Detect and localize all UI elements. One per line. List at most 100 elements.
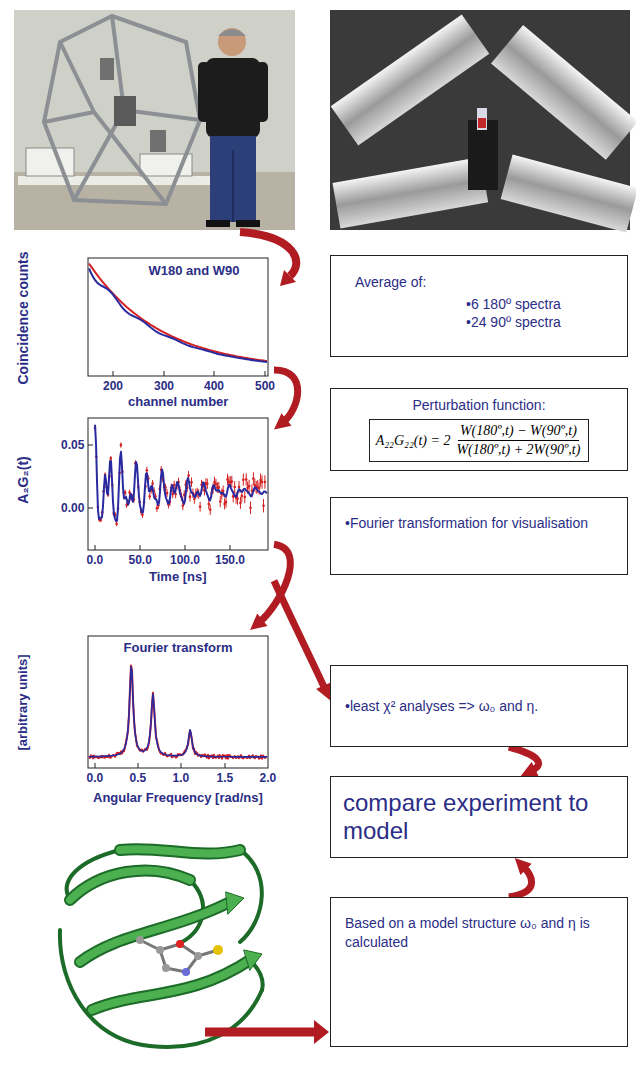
process-box: Based on a model structure ω₀ and η is c… [330,897,628,1047]
series-label: W180 and W90 [149,263,240,278]
error-bar [226,496,227,507]
arrow-head [521,762,539,776]
axis-title: A₂G₂(t) [14,456,30,503]
error-bar [200,502,201,512]
data-point [206,483,209,486]
axis-title: Angular Frequency [rad/ns] [93,790,263,805]
formula-text: W(180º,t) + 2W(90º,t) [454,441,582,458]
formula: A₂₂G₂₂(t) = 2W(180º,t) − W(90º,t)W(180º,… [369,419,590,462]
arrow-head [250,614,267,630]
data-point [141,513,144,516]
error-bar [262,475,263,488]
error-bar [249,480,250,493]
data-point [189,496,192,499]
flow-connector [250,544,290,630]
plot-frames [88,258,268,768]
formula-text: W(180º,t) − W(90º,t) [458,423,579,441]
axis-title: [arbitrary units] [15,654,30,750]
data-point [264,481,267,484]
lab-photo [14,10,295,230]
data-point [236,498,239,501]
box-heading: Perturbation function: [339,397,619,413]
error-bar [227,474,228,485]
tick-label: 100.0 [170,553,200,567]
process-box: Perturbation function:A₂₂G₂₂(t) = 2W(180… [330,388,628,471]
flow-arrow [205,1020,329,1044]
error-bar [224,498,225,509]
process-box: •least χ² analyses => ω₀ and η. [330,665,628,747]
flow-connector [509,858,532,897]
tick-label: 0.0 [87,771,104,785]
flow-connector [274,581,331,701]
error-bar [234,481,235,493]
data-point [199,505,202,508]
protein-structure [60,849,263,1047]
error-bar [167,489,168,497]
tick-label: 200 [103,379,123,393]
bullet-text: •6 180º spectra [466,296,617,312]
fraction: W(180º,t) − W(90º,t)W(180º,t) + 2W(90º,t… [454,423,582,458]
data-point [187,474,190,477]
data-point [209,508,212,511]
tick-label: 0.05 [61,438,84,452]
process-box: compare experiment to model [330,776,628,858]
data-curve [89,665,267,758]
error-bar [264,475,265,488]
bullet-text: •24 90º spectra [466,314,617,330]
data-point [248,485,251,488]
data-point [249,507,252,510]
axis-title: channel number [128,394,228,409]
data-point [239,502,242,505]
error-bar [120,442,121,447]
tick-label: 300 [154,379,174,393]
fit-curve [89,667,267,757]
bullet-text: •Fourier transformation for visualisatio… [345,514,613,533]
flow-connector [274,370,298,430]
plot-title: Fourier transform [124,640,233,655]
error-bar [243,474,244,486]
data-curve [89,264,267,362]
error-bar [246,473,247,485]
data-point [225,501,228,504]
data-point [244,496,247,499]
data-point [115,522,118,525]
fit-curve [89,268,267,362]
error-bar [191,477,192,486]
tick-label: 1.5 [217,771,234,785]
data-point [148,495,151,498]
data-point [213,481,216,484]
tick-label: 0.00 [61,501,84,515]
process-box: Average of:•6 180º spectra•24 90º spectr… [330,255,628,357]
error-bar [149,493,150,500]
error-bar [244,491,245,503]
data-point [151,482,154,485]
error-bar [221,489,222,500]
tick-label: 400 [204,379,224,393]
plot-curves [89,264,267,759]
tick-label: 50.0 [129,553,152,567]
data-point [110,457,113,460]
data-point [231,480,234,483]
chart-panel: Fourier transform [arbitrary units] Angula… [8,630,274,815]
tick-label: 0.5 [130,771,147,785]
error-bar [220,496,221,507]
data-point [245,478,248,481]
arrow-head [515,858,532,875]
data-point [254,484,257,487]
connector-line [274,581,325,690]
data-point [219,500,222,503]
data-point [242,478,245,481]
formula-text: A₂₂G₂₂(t) = 2 [376,433,451,449]
axis-title: Time [ns] [149,569,207,584]
data-point [233,486,236,489]
data-point [156,507,159,510]
arrow-head [274,413,292,429]
axis-title: Coincidence counts [14,251,30,384]
flow-arrow [240,232,296,286]
data-point [258,487,261,490]
error-bar [240,497,241,509]
error-bar [190,492,191,501]
data-point [262,504,265,507]
data-point [190,481,193,484]
step-text: compare experiment to model [343,789,615,844]
